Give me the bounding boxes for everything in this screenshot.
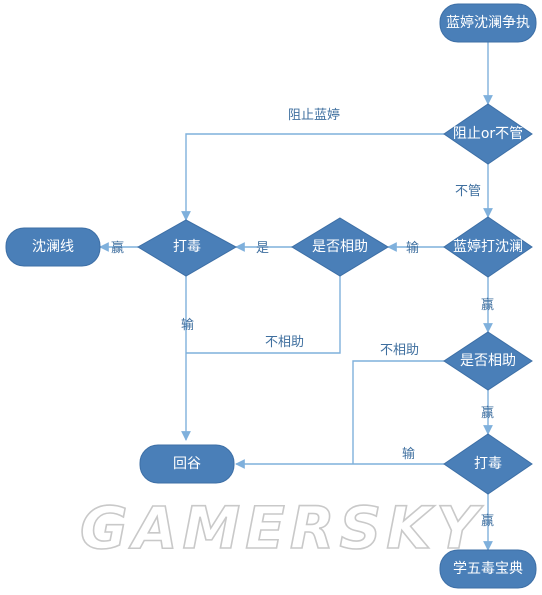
label-no-help-2: 不相助 — [380, 343, 419, 358]
node-return-valley-label: 回谷 — [173, 456, 201, 472]
node-poison-left: 打毒 — [137, 219, 238, 277]
node-start-label: 蓝婷沈澜争执 — [446, 15, 530, 31]
node-poison-right: 打毒 — [443, 433, 533, 495]
node-shenlan-route: 沈澜线 — [5, 227, 101, 267]
node-learn-five-poison-label: 学五毒宝典 — [453, 561, 523, 577]
node-poison-right-label: 打毒 — [474, 455, 502, 472]
edge-no-help-1 — [186, 276, 341, 354]
node-learn-five-poison: 学五毒宝典 — [439, 549, 537, 589]
node-help-or-not-2-label: 是否相助 — [460, 353, 516, 369]
node-poison-left-label: 打毒 — [173, 238, 201, 255]
label-ignore: 不管 — [455, 184, 481, 199]
node-help-or-not-2: 是否相助 — [443, 331, 533, 391]
node-stop-or-ignore-label: 阻止or不管 — [453, 126, 523, 142]
node-shenlan-route-label: 沈澜线 — [32, 239, 74, 255]
node-help-or-not-1: 是否相助 — [291, 217, 389, 277]
node-fight-shenlan: 蓝婷打沈澜 — [443, 216, 533, 278]
node-start: 蓝婷沈澜争执 — [439, 3, 537, 43]
label-lose-left: 输 — [181, 317, 194, 333]
node-return-valley: 回谷 — [139, 444, 235, 484]
label-stop-lanting: 阻止蓝婷 — [288, 107, 340, 123]
edges — [99, 42, 493, 551]
node-fight-shenlan-label: 蓝婷打沈澜 — [453, 238, 523, 255]
label-win-3: 赢 — [481, 513, 494, 529]
node-help-or-not-1-label: 是否相助 — [312, 239, 368, 255]
edge-stop-lanting — [181, 133, 444, 221]
label-win-2: 赢 — [481, 405, 494, 421]
label-lose-right: 输 — [402, 446, 415, 462]
edge-labels: 阻止蓝婷 不管 输 是 赢 输 不相助 赢 不相助 赢 输 赢 — [111, 107, 494, 529]
label-no-help-1: 不相助 — [265, 335, 304, 350]
node-stop-or-ignore: 阻止or不管 — [443, 103, 533, 165]
edge-no-help-2 — [352, 360, 444, 464]
label-yes: 是 — [256, 241, 269, 256]
label-lose-1: 输 — [406, 240, 419, 256]
label-win-1: 赢 — [481, 297, 494, 313]
label-win-left: 赢 — [111, 240, 124, 256]
watermark: GAMERSKY — [80, 494, 483, 562]
